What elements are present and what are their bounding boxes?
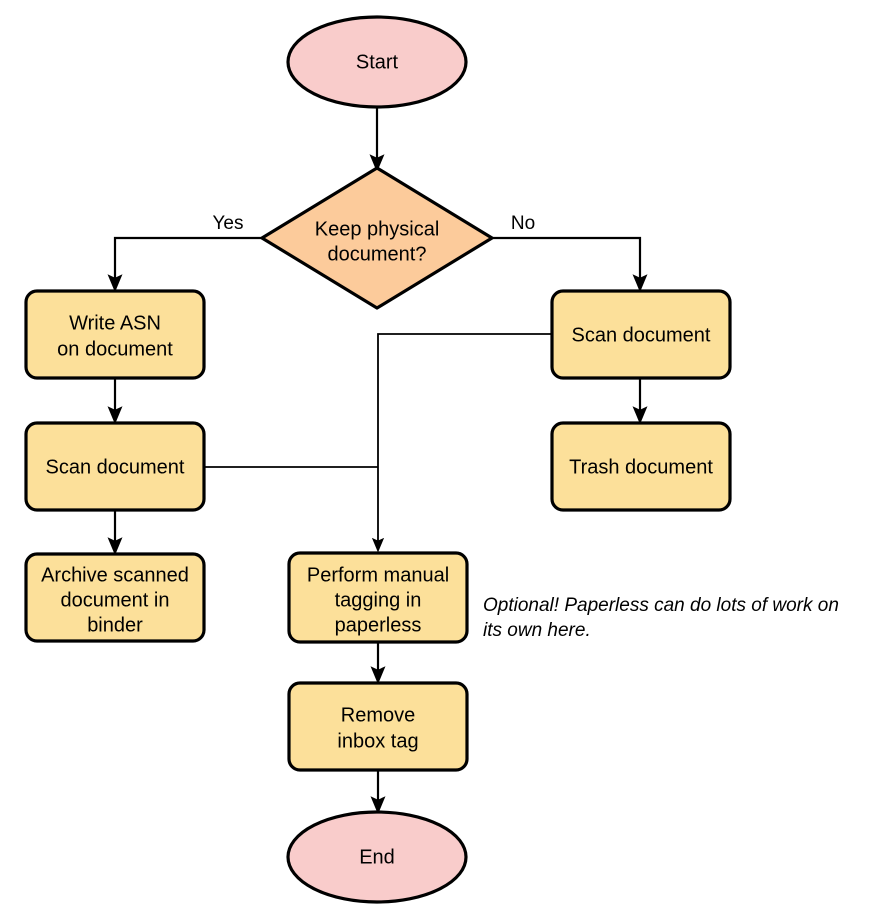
remove-inbox-label-line1: Remove: [341, 704, 415, 726]
edge-label-no: No: [511, 213, 535, 234]
end-ellipse[interactable]: [286, 810, 468, 904]
node-archive-scanned-document[interactable]: Archive scanned document in binder: [24, 552, 206, 643]
node-scan-document-left[interactable]: Scan document: [24, 421, 206, 512]
node-scan-document-right[interactable]: Scan document: [550, 289, 732, 380]
note-line1: Optional! Paperless can do lots of work …: [483, 595, 839, 616]
scan-document-left-box[interactable]: [24, 421, 206, 512]
scan-document-right-box[interactable]: [550, 289, 732, 380]
decision-label-line2: document?: [328, 243, 427, 265]
edge-label-yes: Yes: [213, 213, 244, 234]
node-perform-manual-tagging[interactable]: Perform manual tagging in paperless: [287, 551, 469, 644]
start-ellipse[interactable]: [286, 15, 468, 109]
tagging-box[interactable]: [287, 551, 469, 644]
archive-label-line3: binder: [87, 614, 143, 636]
write-asn-box[interactable]: [24, 289, 206, 380]
scan-document-left-label: Scan document: [46, 456, 185, 478]
archive-label-line1: Archive scanned: [41, 564, 189, 586]
tagging-label-line3: paperless: [335, 614, 422, 636]
node-write-asn-on-document[interactable]: Write ASN on document: [24, 289, 206, 380]
end-label: End: [359, 846, 395, 868]
edge-yes-to-write-asn: [107, 236, 262, 293]
node-trash-document[interactable]: Trash document: [550, 421, 732, 512]
trash-document-label: Trash document: [569, 456, 713, 478]
trash-document-box[interactable]: [550, 421, 732, 512]
scan-document-right-label: Scan document: [572, 324, 711, 346]
edge-scan-right-to-tagging: [371, 333, 552, 553]
node-decision-keep-physical-document[interactable]: Keep physical document?: [260, 166, 494, 310]
tagging-label-line1: Perform manual: [307, 564, 449, 586]
write-asn-label-line1: Write ASN: [69, 312, 161, 334]
decision-diamond[interactable]: [260, 166, 494, 310]
archive-label-line2: document in: [61, 589, 170, 611]
remove-inbox-label-line2: inbox tag: [337, 730, 418, 752]
node-start[interactable]: Start: [286, 15, 468, 109]
edge-no-to-scan-right: [492, 236, 648, 293]
archive-box[interactable]: [24, 552, 206, 643]
node-remove-inbox-tag[interactable]: Remove inbox tag: [287, 681, 469, 772]
write-asn-label-line2: on document: [57, 338, 173, 360]
remove-inbox-box[interactable]: [287, 681, 469, 772]
node-end[interactable]: End: [286, 810, 468, 904]
tagging-label-line2: tagging in: [335, 589, 422, 611]
start-label: Start: [356, 51, 399, 73]
decision-label-line1: Keep physical: [315, 218, 440, 240]
note-line2: its own here.: [483, 620, 591, 641]
